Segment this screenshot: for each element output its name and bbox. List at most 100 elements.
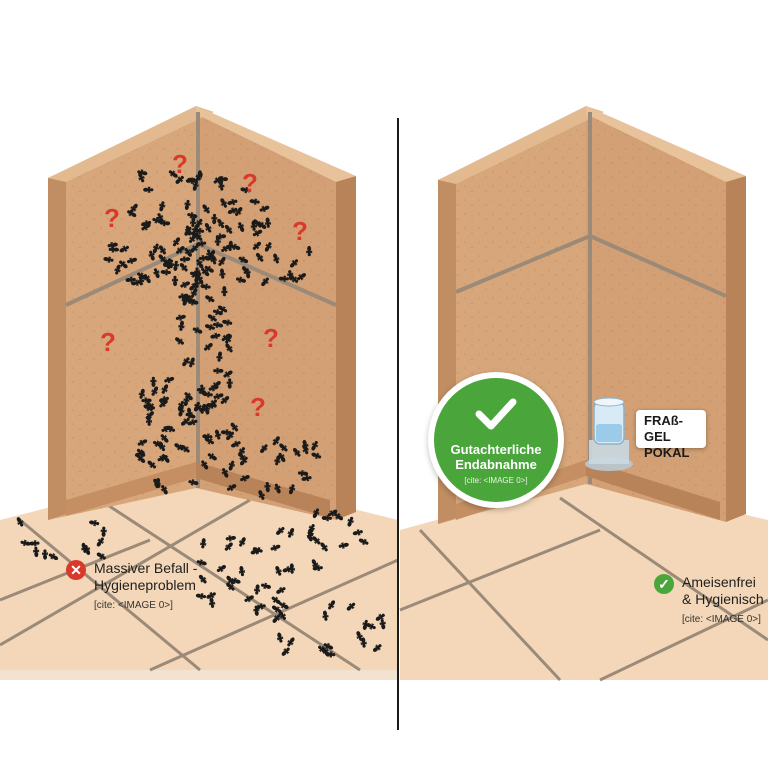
ant: [301, 475, 312, 482]
ant: [288, 484, 296, 495]
ant: [272, 614, 281, 623]
ant: [226, 575, 235, 585]
ant: [240, 474, 250, 482]
left-wall-corner: [48, 106, 356, 520]
ant: [322, 647, 330, 657]
ant: [274, 483, 281, 494]
ant: [114, 264, 121, 275]
ant: [141, 223, 151, 231]
right-caption-line1: Ameisenfrei: [682, 574, 756, 590]
badge-text: Gutachterliche Endabnahme [cite: <IMAGE …: [428, 442, 564, 485]
ant: [188, 357, 195, 368]
ant: [182, 357, 190, 367]
ant: [213, 176, 223, 184]
ant: [225, 535, 236, 542]
product-label-line1: FRAß-GEL: [644, 413, 683, 444]
ant: [282, 566, 293, 573]
ant: [159, 396, 169, 403]
ant: [16, 517, 24, 527]
ant: [201, 460, 209, 470]
ant: [96, 552, 106, 560]
ant: [240, 187, 251, 194]
ant: [287, 527, 295, 538]
ant: [366, 623, 376, 630]
ant: [187, 419, 198, 426]
ant: [138, 388, 145, 399]
ant: [321, 515, 332, 522]
ant: [281, 647, 290, 656]
ant: [191, 224, 199, 235]
ant: [379, 619, 386, 630]
ant: [201, 267, 210, 277]
question-mark: ?: [100, 327, 116, 357]
ant: [277, 632, 284, 643]
ant: [205, 255, 216, 262]
ant: [176, 246, 185, 254]
left-caption: Massiver Befall - Hygieneproblem [cite: …: [94, 560, 197, 614]
ant: [223, 370, 233, 378]
ant: [100, 526, 107, 537]
ant: [276, 586, 286, 594]
ant: [220, 198, 228, 208]
ant: [146, 402, 156, 410]
ant: [192, 327, 203, 334]
ant: [96, 537, 104, 547]
ant: [279, 602, 289, 610]
x-icon: ✕: [66, 560, 86, 580]
ant: [152, 243, 160, 254]
ant: [235, 207, 243, 216]
ant: [148, 250, 155, 261]
ant: [323, 642, 334, 650]
ant: [264, 217, 272, 228]
ant: [185, 177, 197, 184]
ant: [206, 402, 217, 409]
right-floor: [399, 478, 768, 682]
left-caption-line1: Massiver Befall -: [94, 560, 198, 576]
ant: [195, 593, 207, 600]
ant: [161, 425, 172, 433]
ant: [302, 444, 309, 455]
ant: [108, 246, 119, 253]
question-mark: ?: [263, 323, 279, 353]
ant: [375, 613, 385, 621]
ant: [226, 484, 237, 492]
ant: [175, 175, 184, 184]
panel-divider: [397, 118, 399, 730]
ant: [211, 381, 221, 389]
ant: [29, 540, 40, 547]
ant: [225, 343, 233, 353]
ant: [127, 257, 138, 264]
ant: [172, 237, 181, 247]
ant: [226, 582, 235, 591]
ant: [172, 260, 180, 271]
ant: [253, 584, 261, 595]
ant: [297, 470, 309, 477]
ant: [261, 582, 272, 590]
right-caption-line2: & Hygienisch: [682, 591, 764, 607]
ant: [322, 610, 329, 621]
ant: [244, 268, 251, 279]
ant: [253, 219, 262, 228]
ant: [297, 273, 306, 281]
ant: [175, 337, 184, 345]
ant: [204, 343, 213, 351]
ant: [236, 276, 247, 283]
ant: [252, 547, 263, 554]
ant: [274, 455, 281, 466]
ant: [134, 450, 145, 457]
ant: [307, 529, 314, 539]
question-mark: ?: [172, 149, 188, 179]
ant: [218, 256, 226, 266]
ant: [211, 213, 218, 225]
ant: [362, 619, 369, 630]
ant: [218, 180, 225, 191]
ant: [221, 468, 229, 478]
ant: [184, 247, 192, 257]
ant: [162, 262, 173, 269]
ant: [228, 460, 235, 471]
ant: [187, 212, 198, 219]
ant: [160, 269, 171, 276]
ant: [216, 351, 223, 362]
ant: [138, 172, 145, 183]
